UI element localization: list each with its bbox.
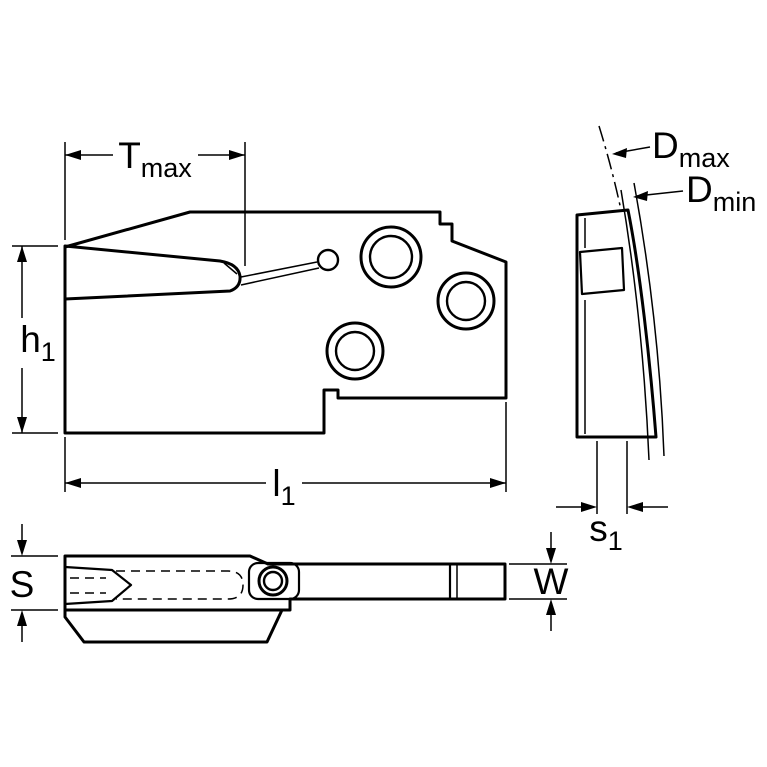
h1-label: h1: [20, 319, 56, 367]
d-max-label: Dmax: [652, 125, 730, 173]
mount-hole-1-inner: [368, 234, 414, 280]
dimension-h1: h1: [12, 245, 58, 434]
clamp-slit-lower: [240, 267, 320, 286]
dimension-l1: l1: [64, 402, 507, 511]
arrowhead-left: [627, 502, 643, 512]
arrowhead-down: [546, 548, 556, 564]
hidden-pocket: [116, 570, 244, 600]
mount-hole-3-inner: [334, 330, 376, 372]
side-view: [575, 125, 665, 461]
arrowhead-up: [546, 599, 556, 615]
mount-hole-2-inner: [445, 280, 487, 322]
arrowhead-left: [65, 150, 81, 160]
front-view: [63, 210, 508, 435]
l1-label: l1: [272, 463, 295, 511]
dimension-w: W: [509, 532, 569, 631]
dimension-s: S: [10, 524, 58, 642]
side-body: [575, 208, 658, 439]
dimension-s1: s1: [556, 441, 668, 556]
arrowhead-right: [581, 502, 597, 512]
side-insert: [578, 246, 626, 296]
bottom-view: [63, 554, 507, 644]
arrowhead-down: [17, 540, 27, 556]
slit-end-hole: [316, 248, 340, 272]
front-insert: [63, 244, 242, 301]
callout-d-min: Dmin: [633, 169, 756, 217]
arrowhead-left: [65, 478, 81, 488]
t-max-label: Tmax: [118, 135, 192, 183]
dimension-t-max: Tmax: [64, 135, 246, 266]
arrowhead-up: [17, 610, 27, 626]
d-min-label: Dmin: [686, 169, 756, 217]
insert-tip-detail: [223, 262, 238, 275]
diameter-curve-min: [620, 189, 650, 461]
bottom-insert: [63, 565, 133, 606]
bottom-flange: [63, 608, 284, 644]
clamp-slit-upper: [240, 261, 318, 278]
diameter-curve-max: [633, 182, 665, 457]
front-body: [63, 210, 508, 435]
arrowhead-down: [17, 417, 27, 433]
callout-d-max: Dmax: [612, 125, 730, 173]
centerline-curve: [598, 125, 622, 211]
s1-label: s1: [589, 508, 623, 556]
arrowhead-right: [229, 150, 245, 160]
w-label: W: [534, 561, 569, 602]
arrowhead-right: [490, 478, 506, 488]
arrowhead: [633, 191, 648, 201]
clamp-screw-inner: [262, 570, 284, 592]
clamp-boss: [247, 561, 301, 601]
arrowhead: [612, 148, 627, 158]
arrowhead-up: [17, 246, 27, 262]
s-label: S: [10, 564, 35, 605]
